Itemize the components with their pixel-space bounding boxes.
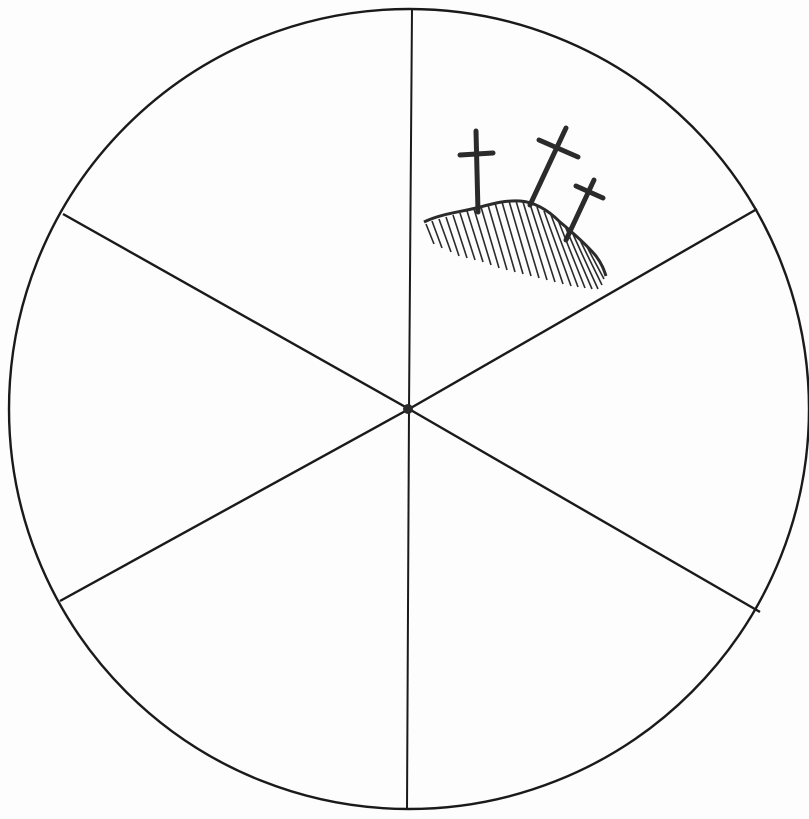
hub-dot <box>403 404 413 414</box>
